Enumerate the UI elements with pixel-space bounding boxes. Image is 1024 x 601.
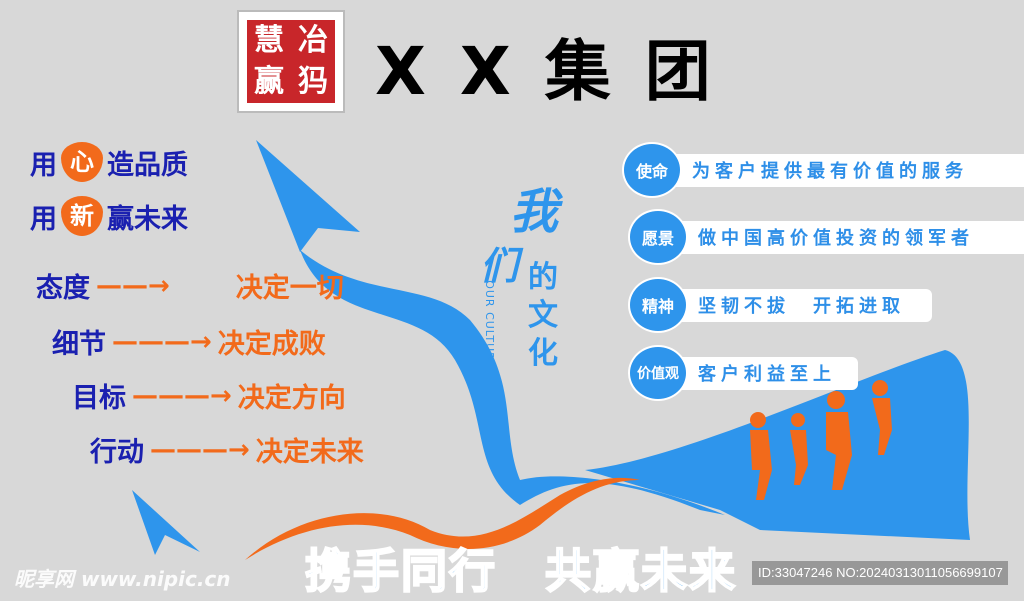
heart-icon: 新 [61, 196, 103, 236]
slogan: 用新赢未来 [30, 196, 188, 236]
seal-char: 冶 [298, 22, 328, 58]
paper-plane-large [256, 140, 360, 252]
arrow-icon: ———→ [132, 380, 232, 411]
motto-key: 目标 [72, 383, 126, 414]
seal-char: 赢 [254, 64, 284, 100]
culture-item-vision: 愿景做中国高价值投资的领军者 [628, 209, 1024, 265]
company-seal-logo: 慧 冶 赢 犸 [237, 10, 345, 113]
slogan: 用心造品质 [30, 142, 188, 182]
motto-value: 决定成败 [217, 329, 326, 360]
motto-row: 态度——→ 决定一切 [36, 266, 344, 305]
culture-english: OUR CULTURE [482, 280, 496, 369]
motto-value: 决定未来 [255, 437, 364, 468]
bottom-slogan: 携手同行 共赢未来 [304, 543, 737, 599]
slogan-post: 赢未来 [107, 203, 188, 235]
item-text: 做中国高价值投资的领军者 [676, 220, 1024, 254]
slogan-pre: 用 [30, 203, 57, 235]
item-label: 价值观 [628, 345, 688, 401]
motto-value: 决定方向 [237, 383, 346, 414]
item-label: 精神 [628, 277, 688, 333]
culture-char: 文 [528, 298, 558, 333]
motto-row: 行动———→决定未来 [90, 430, 364, 469]
item-label: 愿景 [628, 209, 688, 265]
slogan-pre: 用 [30, 149, 57, 181]
motto-key: 行动 [90, 437, 144, 468]
blue-ribbon [300, 250, 725, 515]
orange-ribbon [245, 477, 640, 560]
image-id-label: ID:33047246 NO:20240313011056699107 [752, 561, 1008, 585]
seal-char: 犸 [298, 64, 328, 100]
blue-hill [585, 350, 970, 540]
culture-char: 的 [528, 260, 558, 295]
page-title: XX集团 [375, 33, 745, 110]
item-text: 坚韧不拔 开拓进取 [676, 288, 932, 322]
motto-row: 目标———→决定方向 [72, 376, 346, 415]
runners-silhouette [750, 380, 892, 500]
arrow-icon: ———→ [112, 326, 212, 357]
watermark: 昵享网 www.nipic.cn [14, 567, 231, 591]
motto-key: 细节 [52, 329, 106, 360]
item-label: 使命 [622, 142, 682, 198]
culture-item-values: 价值观客户利益至上 [628, 345, 858, 401]
seal-char: 慧 [254, 22, 284, 58]
heart-icon: 心 [61, 142, 103, 182]
slogan-post: 造品质 [107, 149, 188, 181]
motto-row: 细节———→决定成败 [52, 322, 326, 361]
culture-char: 我 [510, 184, 559, 240]
motto-key: 态度 [36, 273, 90, 304]
item-text: 客户利益至上 [676, 356, 858, 390]
culture-char: 们 [480, 244, 519, 288]
culture-char: 化 [528, 336, 558, 371]
arrow-icon: ——→ [96, 270, 170, 301]
motto-value: 决定一切 [235, 273, 344, 304]
culture-item-spirit: 精神坚韧不拔 开拓进取 [628, 277, 932, 333]
paper-plane-small [132, 490, 200, 555]
item-text: 为客户提供最有价值的服务 [670, 153, 1024, 187]
arrow-icon: ———→ [150, 434, 250, 465]
culture-item-mission: 使命为客户提供最有价值的服务 [622, 142, 1024, 198]
